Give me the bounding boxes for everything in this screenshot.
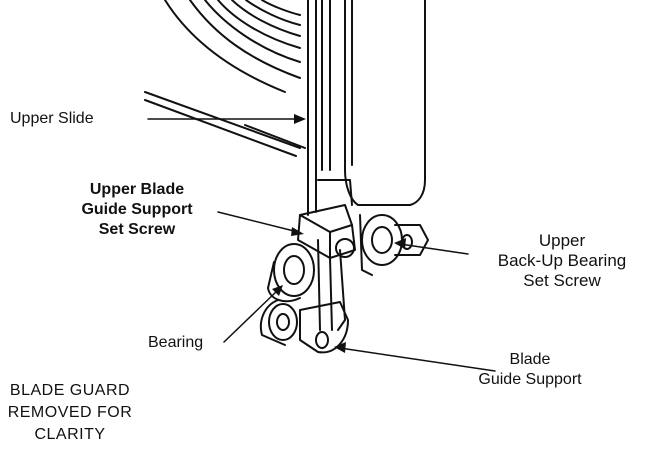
arrowheads — [272, 114, 406, 353]
wheel-arcs — [164, 0, 301, 93]
label-line: Guide Support — [478, 371, 582, 388]
label-line: Upper — [538, 231, 586, 250]
note-blade-guard-removed: BLADE GUARD REMOVED FOR CLARITY — [0, 380, 140, 446]
label-upper-slide: Upper Slide — [10, 110, 94, 127]
note-line: BLADE GUARD — [9, 382, 131, 399]
label-line: Back-Up Bearing — [497, 251, 627, 270]
note-line: CLARITY — [34, 426, 106, 443]
label-line: Set Screw — [523, 271, 601, 290]
label-line: Upper Blade — [89, 181, 185, 198]
label-line: Set Screw — [98, 221, 176, 238]
label-upper-blade-guide-support-set-screw: Upper Blade Guide Support Set Screw — [52, 180, 222, 240]
label-blade-guide-support: Blade Guide Support — [440, 350, 620, 390]
leader-lines — [147, 118, 496, 372]
note-line: REMOVED FOR — [7, 404, 133, 421]
guide-block-drawing — [259, 204, 429, 354]
upper-slide-drawing — [307, 0, 426, 216]
table-edge — [144, 91, 306, 157]
label-line: Guide Support — [81, 201, 193, 218]
label-line: Blade — [509, 351, 551, 368]
label-bearing: Bearing — [148, 334, 204, 351]
label-upper-backup-bearing-set-screw: Upper Back-Up Bearing Set Screw — [462, 231, 662, 291]
